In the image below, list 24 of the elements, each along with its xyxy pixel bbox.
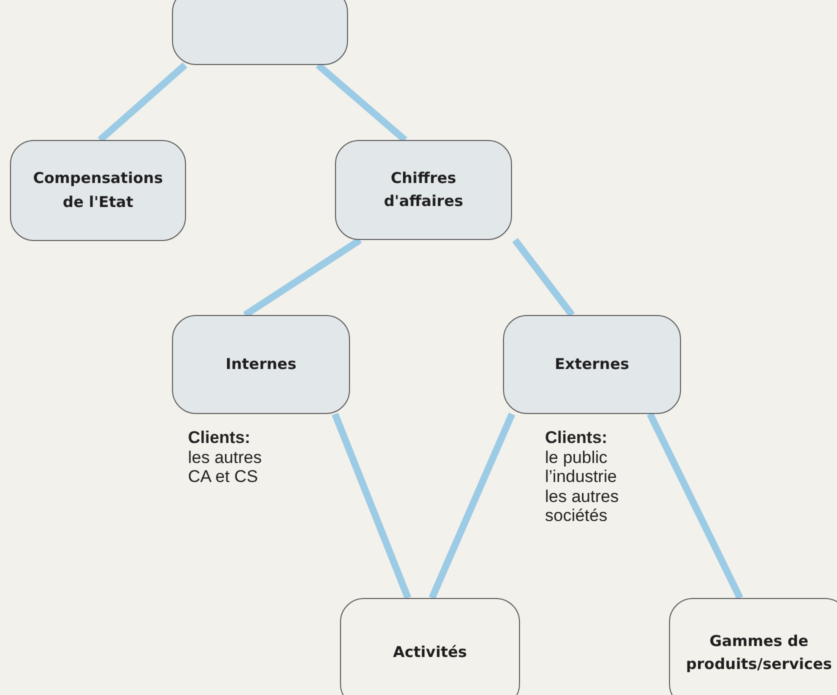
- note-heading: Clients:: [545, 428, 608, 448]
- box-label: Activités: [392, 642, 468, 664]
- box-label: Compensations de l'Etat: [32, 168, 164, 212]
- connector-line: [428, 412, 516, 600]
- connector-line: [98, 62, 188, 143]
- box-label: Externes: [554, 354, 630, 375]
- rounded-box: [503, 315, 681, 414]
- note-heading: Clients:: [188, 428, 250, 448]
- connector-line: [316, 62, 408, 143]
- rounded-box: [340, 598, 520, 695]
- empty-box: [172, 0, 348, 65]
- note-text: les autres CA et CS: [188, 448, 263, 487]
- box-label: Gammes de produits/services: [685, 630, 833, 675]
- connector-line: [332, 412, 412, 600]
- rounded-box: [335, 140, 512, 240]
- note-text: le public l’industrie les autres sociétés: [545, 448, 620, 526]
- box-label: Chiffres d'affaires: [382, 168, 464, 212]
- box-label: Internes: [224, 354, 298, 375]
- rounded-box: [669, 598, 837, 695]
- rounded-box: [10, 140, 186, 241]
- connector-line: [646, 412, 744, 600]
- connector-line: [243, 237, 362, 318]
- rounded-box: [172, 315, 350, 414]
- connector-line: [512, 238, 575, 318]
